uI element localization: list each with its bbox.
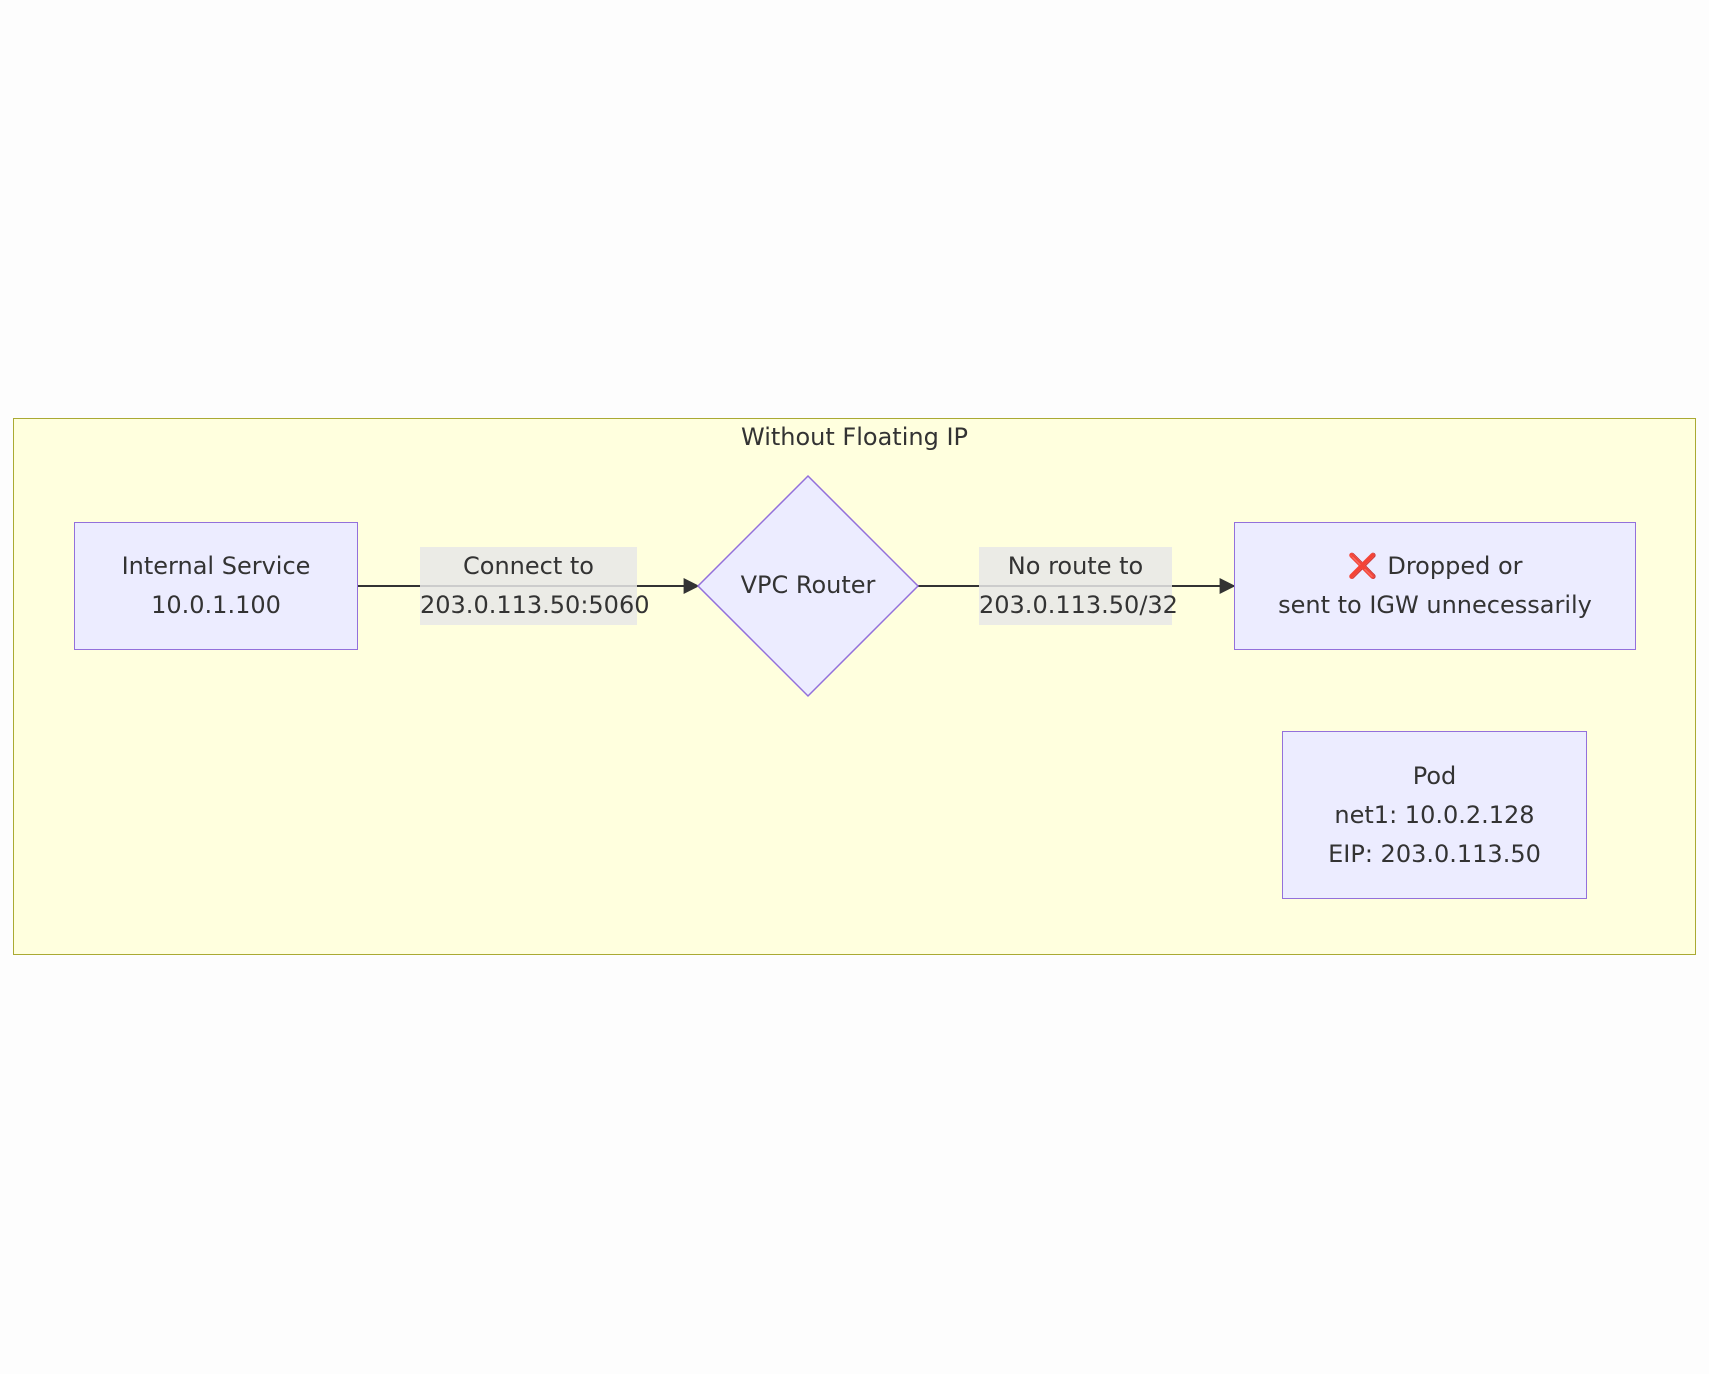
dropped-line-2: sent to IGW unnecessarily [1278, 591, 1592, 619]
internal-service-name: Internal Service [121, 552, 311, 580]
internal-service-ip: 10.0.1.100 [151, 591, 281, 619]
edge-label-connect: Connect to 203.0.113.50:5060 [420, 547, 650, 625]
edge-label-no-route-line2: 203.0.113.50/32 [979, 591, 1178, 619]
pod-net1: net1: 10.0.2.128 [1334, 800, 1535, 829]
pod-node: Pod net1: 10.0.2.128 EIP: 203.0.113.50 [1282, 731, 1587, 899]
dropped-text: Dropped or [1387, 552, 1523, 580]
edge-label-no-route: No route to 203.0.113.50/32 [979, 547, 1178, 625]
subgraph-title: Without Floating IP [741, 423, 968, 451]
vpc-router-label: VPC Router [740, 571, 876, 599]
internal-service-node: Internal Service 10.0.1.100 [74, 522, 358, 650]
pod-title: Pod [1412, 761, 1457, 790]
edge-label-no-route-line1: No route to [1007, 552, 1144, 580]
dropped-node: ❌ Dropped or sent to IGW unnecessarily [1234, 522, 1636, 650]
dropped-line-1: ❌ Dropped or [1347, 547, 1522, 586]
vpc-router-diamond [696, 474, 920, 698]
pod-eip: EIP: 203.0.113.50 [1328, 839, 1541, 868]
error-x-icon: ❌ [1347, 552, 1378, 580]
edge-label-connect-line1: Connect to [463, 552, 594, 580]
edge-label-connect-line2: 203.0.113.50:5060 [420, 591, 650, 619]
